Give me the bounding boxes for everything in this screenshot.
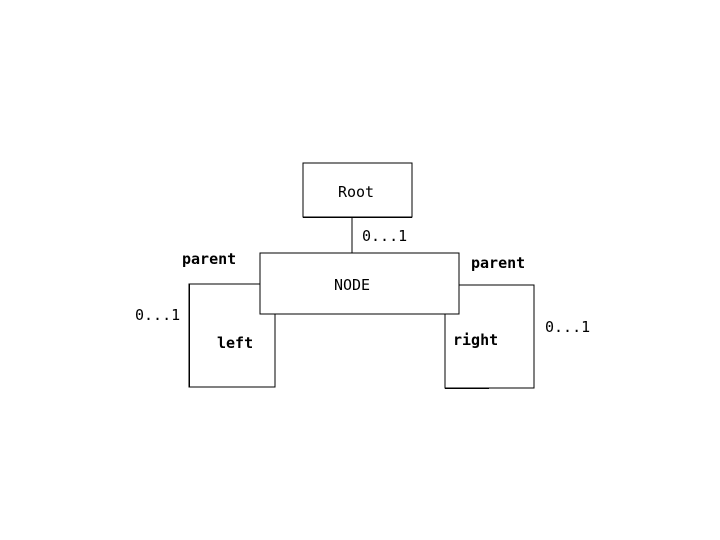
right-role-label: right: [453, 331, 498, 349]
node-class[interactable]: NODE: [259, 252, 460, 315]
left-role-label: left: [217, 334, 253, 352]
node-label: NODE: [334, 276, 370, 294]
left-multiplicity: 0...1: [135, 306, 180, 324]
node-box: [259, 252, 460, 315]
right-association-line: [444, 284, 535, 389]
root-label: Root: [338, 183, 374, 201]
root-box: [302, 162, 413, 218]
right-multiplicity: 0...1: [545, 318, 590, 336]
root-node-multiplicity: 0...1: [362, 227, 407, 245]
right-parent-role: parent: [471, 254, 525, 272]
root-node[interactable]: Root: [302, 162, 413, 218]
left-parent-role: parent: [182, 250, 236, 268]
